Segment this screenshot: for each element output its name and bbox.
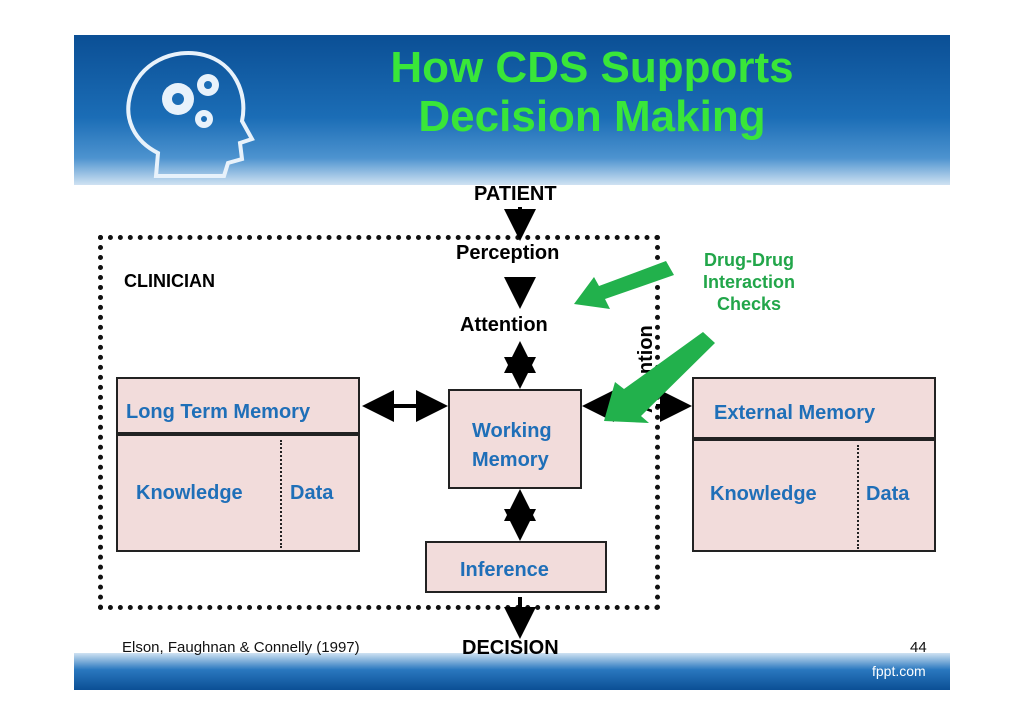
external-memory-header: External Memory [692,377,936,439]
clinician-label: CLINICIAN [124,271,215,291]
slide: How CDS Supports Decision Making PATIENT… [74,35,950,690]
long-term-memory-header: Long Term Memory [116,377,360,434]
connector-arrows [362,207,715,639]
cds-arrow-to-working-memory [604,332,715,423]
ltm-knowledge-label: Knowledge [136,482,243,504]
watermark: fppt.com [872,663,926,679]
external-memory-body: Knowledge Data [692,439,936,552]
working-memory-box: Working Memory [448,389,582,489]
footer-background [74,653,950,690]
inference-box: Inference [425,541,607,593]
inference-label: Inference [460,559,549,581]
perception-label: Perception [456,242,560,264]
slide-title: How CDS Supports Decision Making [390,43,794,141]
working-memory-label: Working Memory [472,420,552,471]
decision-label: DECISION [462,637,559,659]
long-term-memory-title: Long Term Memory [126,401,311,423]
patient-label: PATIENT [474,183,557,205]
external-memory-title: External Memory [714,402,876,424]
em-data-label: Data [866,483,910,505]
clinician-boundary [98,235,660,610]
em-divider [857,445,859,549]
em-knowledge-label: Knowledge [710,483,817,505]
page-number: 44 [910,639,927,656]
cds-arrow-to-attention [574,261,674,309]
long-term-memory-body: Knowledge Data [116,434,360,552]
attention-label: Attention [460,314,548,336]
drug-drug-interaction-label: Drug-Drug Interaction Checks [702,250,795,314]
ltm-data-label: Data [290,482,334,504]
head-gears-icon [126,50,255,178]
citation: Elson, Faughnan & Connelly (1997) [122,639,360,656]
ltm-divider [280,440,282,548]
